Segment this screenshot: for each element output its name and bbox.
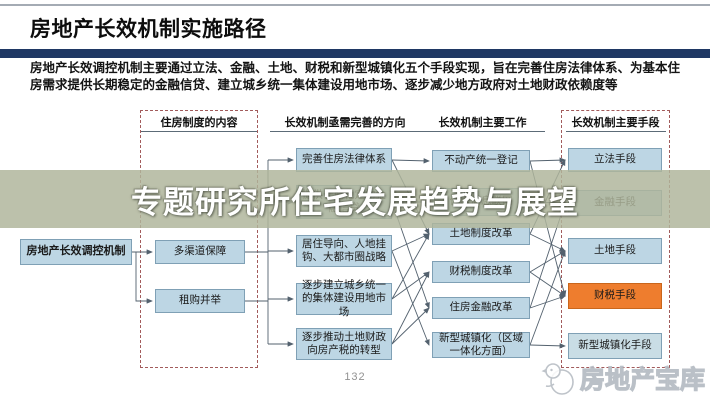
column3-header: 长效机制主要工作 [438,117,527,129]
box-housing-finance-reform: 住房金融改革 [432,297,530,319]
column1-header: 住房制度的内容 [160,117,238,129]
column3-header-rule [420,131,545,132]
box-urbanization-means: 新型城镇化手段 [568,333,662,359]
box-land-finance-transition: 逐步推动土地财政向房产税的转型 [296,328,392,360]
box-fiscal-means-highlighted: 财税手段 [568,283,662,309]
page-number: 132 [344,371,366,383]
accent-bar [0,49,710,58]
column1-header-rule [141,131,257,132]
overlay-title: 专题研究所住宅发展趋势与展望 [131,184,579,220]
column4-header: 长效机制主要手段 [571,117,660,129]
box-multi-channel-guarantee: 多渠道保障 [155,240,245,264]
box-unified-land-market: 逐步建立城乡统一的集体建设用地市场 [296,279,392,318]
overlay-title-band: 专题研究所住宅发展趋势与展望 [0,170,710,228]
column2-header: 长效机制亟需完善的方向 [284,117,406,129]
box-land-means: 土地手段 [568,238,662,264]
box-housing-law-system: 完善住房法律体系 [296,148,392,172]
box-fiscal-tax-reform: 财税制度改革 [432,261,530,283]
column4-header-rule [566,131,666,132]
watermark: 房地产宝库 [541,360,706,396]
box-residence-oriented-strategy: 居住导向、人地挂钩、大都市圈战略 [296,235,392,267]
page-title: 房地产长效机制实施路径 [30,18,267,41]
penguin-icon [541,363,574,395]
column1-dashed-container [140,110,258,368]
column2-header-rule [270,131,420,132]
box-legislation-means: 立法手段 [568,148,662,172]
box-rent-purchase: 租购并举 [155,289,245,313]
box-long-term-regulation-mechanism: 房地产长效调控机制 [20,239,132,265]
box-real-estate-registration: 不动产统一登记 [432,150,530,172]
box-new-urbanization-regional: 新型城镇化（区域一体化方面） [432,332,530,358]
watermark-text: 房地产宝库 [579,365,705,394]
top-rule [0,4,710,6]
intro-paragraph: 房地产长效调控机制主要通过立法、金融、土地、财税和新型城镇化五个手段实现，旨在完… [30,61,681,92]
